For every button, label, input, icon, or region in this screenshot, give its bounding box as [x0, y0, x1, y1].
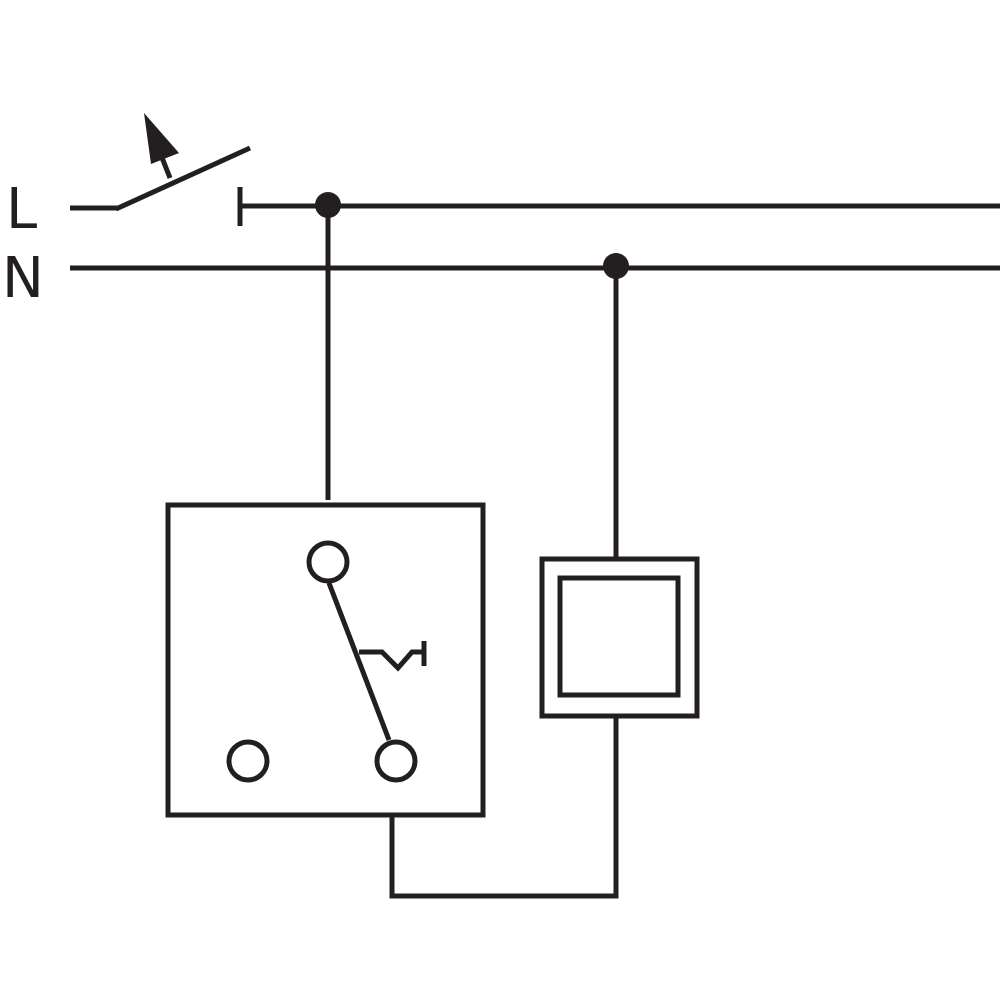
- neutral-label: N: [2, 246, 44, 311]
- switch-device-terminal-common: [306, 540, 350, 584]
- line-label: L: [6, 177, 37, 242]
- switch-device-contact-arm: [326, 582, 392, 741]
- load-device-inner-frame: [557, 575, 681, 698]
- neutral-junction-dot: [603, 253, 629, 279]
- switch-device-terminal-right: [374, 739, 418, 783]
- load-device: [539, 556, 700, 719]
- switch-device-terminal-left: [226, 739, 270, 783]
- main-switch-actuator-arrow-icon: [144, 113, 179, 164]
- switch-device: [165, 502, 486, 818]
- main-switch: [70, 113, 252, 226]
- main-switch-blade: [114, 145, 252, 212]
- return-wire: [389, 716, 619, 899]
- switch-device-actuator-icon: [359, 649, 424, 672]
- line-junction-dot: [315, 192, 341, 218]
